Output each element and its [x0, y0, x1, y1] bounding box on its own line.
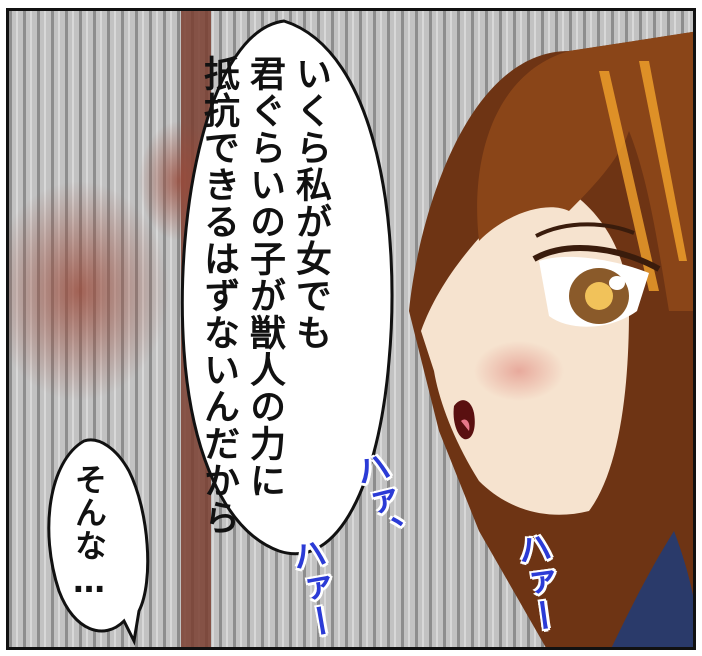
small-speech-text: そんな… [70, 463, 108, 601]
speech-line-3: 抵抗できるはずないんだから [198, 55, 239, 536]
speech-line-2: 君ぐらいの子が獣人の力に [244, 55, 285, 499]
character-figure [409, 31, 693, 647]
comic-panel: いくら私が女でも 君ぐらいの子が獣人の力に 抵抗できるはずないんだから そんな…… [6, 8, 696, 650]
panel-artwork [9, 11, 693, 647]
main-speech-bubble [180, 19, 394, 556]
background-blur [9, 181, 169, 401]
speech-line-1: いくら私が女でも [290, 55, 331, 351]
main-speech-text: いくら私が女でも 君ぐらいの子が獣人の力に 抵抗できるはずないんだから [195, 55, 333, 536]
small-speech-bubble [47, 438, 150, 646]
